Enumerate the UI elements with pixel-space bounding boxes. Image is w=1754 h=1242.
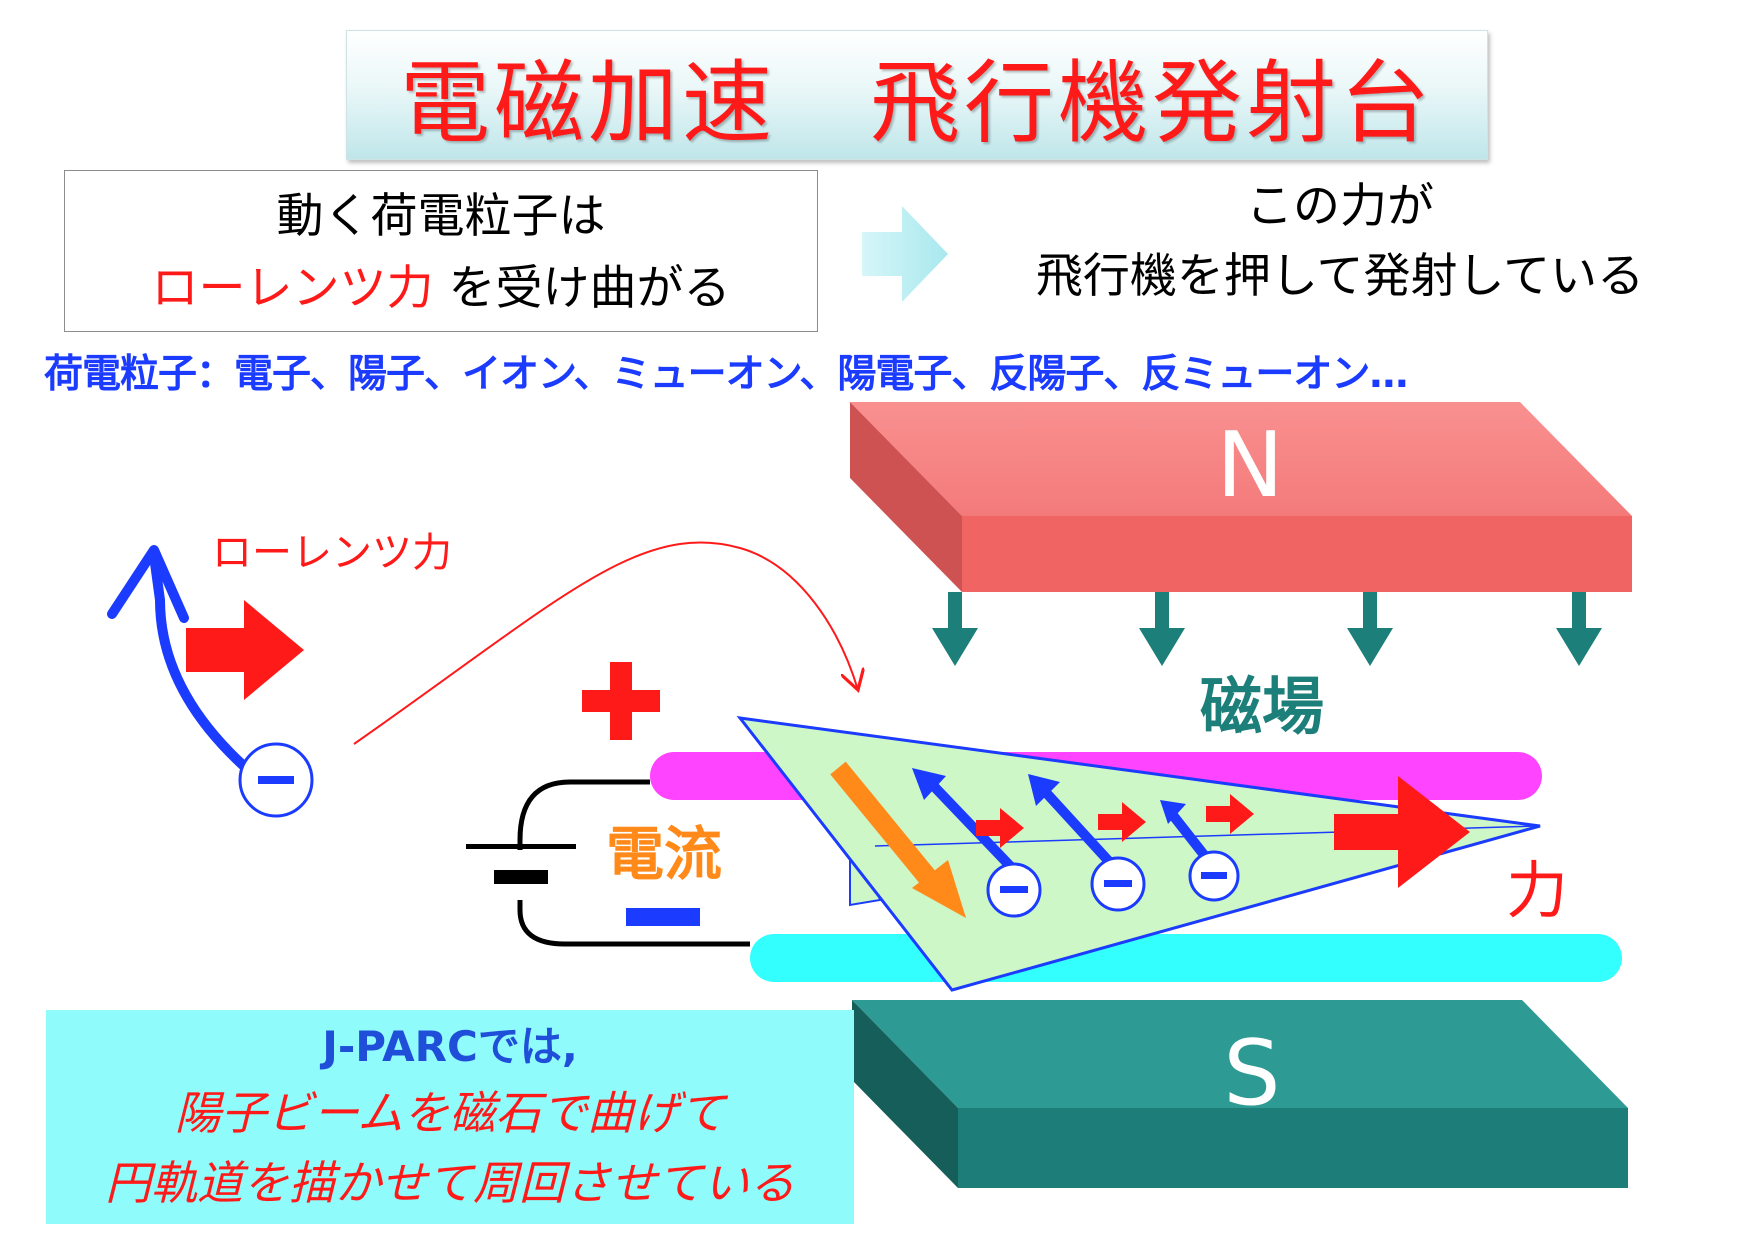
intro-box: 動く荷電粒子は ローレンツ力 を受け曲がる <box>64 170 818 332</box>
power-circuit <box>517 779 750 947</box>
airplane <box>736 716 1541 992</box>
small-force-arrows <box>976 794 1254 848</box>
result-line-2: 飛行機を押して発射している <box>1035 249 1645 304</box>
moving-electron <box>238 742 314 818</box>
result-line-1: この力が <box>1246 179 1434 234</box>
magnetic-field-label: 磁場 <box>1200 670 1324 743</box>
force-label: 力 <box>1506 854 1568 927</box>
bottom-rail <box>750 934 1622 982</box>
battery-long-plate <box>466 844 576 849</box>
electron-velocity-arrows <box>921 773 1213 873</box>
intro-line-2-rest: を受け曲がる <box>448 261 731 316</box>
electron-markers <box>986 850 1240 918</box>
title-banner: 電磁加速 飛行機発射台 <box>346 30 1488 160</box>
electron-arrowheads <box>912 768 1186 824</box>
electron-trajectory <box>149 551 251 773</box>
page-title: 電磁加速 飛行機発射台 <box>400 51 1434 156</box>
minus-sign-icon <box>626 908 700 926</box>
south-pole-label: S <box>1223 1021 1280 1126</box>
lorentz-force-arrow <box>186 600 304 700</box>
north-magnet <box>850 402 1632 592</box>
jparc-note-box: J-PARCでは, 陽子ビームを磁石で曲げて 円軌道を描かせて周回させている <box>46 1010 854 1224</box>
result-text: この力が 飛行機を押して発射している <box>960 172 1720 312</box>
transition-arrow-icon <box>862 206 948 302</box>
current-arrow <box>830 761 966 918</box>
top-rail <box>650 752 1542 800</box>
jparc-line-1: 陽子ビームを磁石で曲げて <box>174 1086 726 1140</box>
south-magnet <box>852 1000 1628 1188</box>
north-pole-label: N <box>1216 413 1283 518</box>
connector-arrow <box>353 541 858 745</box>
intro-line-1: 動く荷電粒子は <box>276 189 606 244</box>
battery-short-plate <box>494 870 548 884</box>
jparc-line-2: 円軌道を描かせて周回させている <box>105 1156 795 1210</box>
jparc-title: J-PARCでは, <box>322 1022 578 1071</box>
current-label: 電流 <box>606 820 722 888</box>
thrust-force-arrow <box>1334 776 1470 888</box>
moving-electron-sign <box>258 776 294 784</box>
intro-line-2: ローレンツ力 を受け曲がる <box>65 253 817 325</box>
lorentz-force-label: ローレンツ力 <box>212 530 452 576</box>
electron-minus-signs <box>1000 872 1227 893</box>
magnetic-field-arrows <box>932 592 1602 666</box>
plus-sign-icon <box>582 662 660 740</box>
charged-particles-list: 荷電粒子：電子、陽子、イオン、ミューオン、陽電子、反陽子、反ミューオン… <box>44 352 1408 397</box>
trajectory-arrowhead-icon <box>107 545 189 623</box>
lorentz-force-term: ローレンツ力 <box>151 261 434 316</box>
